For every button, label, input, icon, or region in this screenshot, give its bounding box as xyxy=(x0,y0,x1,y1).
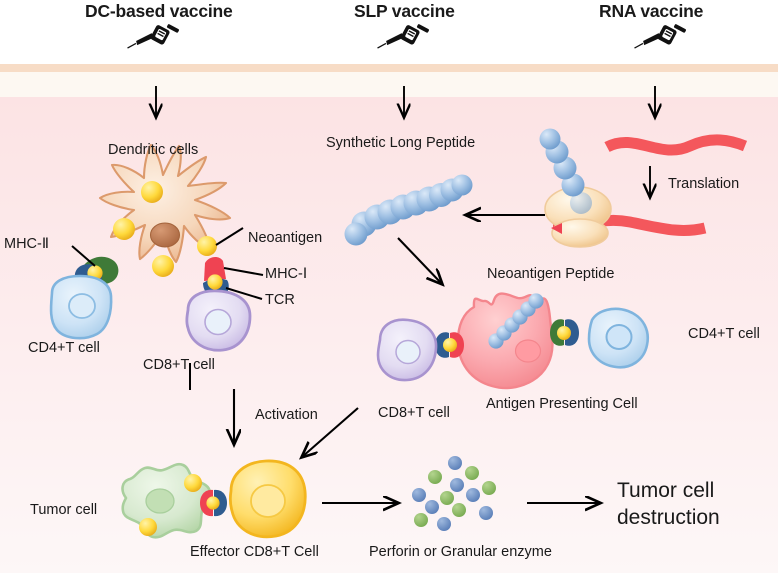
neoantigen-dot xyxy=(152,255,174,277)
synthetic-long-peptide-chain xyxy=(344,174,473,246)
neoantigen-dot xyxy=(557,326,571,340)
skin-stripe xyxy=(0,64,778,72)
label-mhc-ii: MHC-Ⅱ xyxy=(4,236,49,252)
dendritic-cell xyxy=(98,143,232,277)
tcr-molecule xyxy=(214,489,227,517)
slp-syringe-icon xyxy=(377,24,429,49)
label-neoantigen: Neoantigen xyxy=(248,230,323,246)
neoantigen-dot xyxy=(207,274,223,290)
cd8-nucleus xyxy=(395,339,421,365)
label-cd8-t-cell-apc: CD8+T cell xyxy=(378,405,450,421)
apc-to-effector-arrow xyxy=(302,407,359,457)
label-neoantigen-peptide: Neoantigen Peptide xyxy=(487,266,615,282)
label-perforin: Perforin or Granular enzyme xyxy=(369,544,552,560)
perforin-granules xyxy=(412,456,496,531)
nascent-peptide-chain xyxy=(539,128,592,214)
label-cd4-t-cell-left: CD4+T cell xyxy=(28,340,100,356)
apc-mhc-i-complex xyxy=(435,332,464,358)
mhc-ii-molecule xyxy=(550,319,564,346)
label-cd8-t-cell-left: CD8+T cell xyxy=(143,357,215,373)
tcr-molecule xyxy=(565,319,579,346)
label-dendritic-cells: Dendritic cells xyxy=(108,142,199,158)
ribosome-small-subunit xyxy=(551,218,609,248)
effector-nucleus xyxy=(250,484,286,518)
ribosome-rna-tip xyxy=(551,223,562,234)
label-mhc-i: MHC-Ⅰ xyxy=(265,266,308,282)
label-tumor-cell: Tumor cell xyxy=(30,502,98,518)
label-antigen-presenting-cell: Antigen Presenting Cell xyxy=(486,396,638,412)
tumor-cell xyxy=(121,462,212,539)
cd8-t-cell-apc xyxy=(376,318,438,382)
apc-nucleus xyxy=(514,339,542,363)
cd4-nucleus xyxy=(68,293,96,319)
cd8-t-cell-left xyxy=(185,289,252,352)
neoantigen-dot xyxy=(206,496,220,510)
dc-syringe-icon xyxy=(127,24,179,49)
label-activation: Activation xyxy=(255,407,318,423)
label-tumor-destruction-line1: Tumor cell xyxy=(617,479,715,502)
apc-mhc-ii-complex xyxy=(550,319,579,346)
title-dc-vaccine: DC-based vaccine xyxy=(85,1,233,21)
peptide-to-apc-arrow xyxy=(397,237,442,284)
label-tcr: TCR xyxy=(265,292,295,308)
label-leader-lines xyxy=(71,227,264,390)
dendritic-cell-nucleus xyxy=(149,222,181,248)
cd4-t-cell-left xyxy=(49,274,113,340)
title-rna-vaccine: RNA vaccine xyxy=(599,1,704,21)
neoantigen-dot xyxy=(443,338,457,352)
neoantigen-dot xyxy=(184,474,202,492)
tumor-nucleus xyxy=(145,488,175,514)
rna-strand-upper xyxy=(604,134,748,156)
outside-body-area xyxy=(0,0,778,64)
tcr-molecule xyxy=(435,332,449,358)
neoantigen-dot xyxy=(113,218,135,240)
label-tumor-destruction-line2: destruction xyxy=(617,506,720,529)
cd4-nucleus xyxy=(605,324,633,350)
neoantigen-dot xyxy=(139,518,157,536)
tumor-effector-mhc-complex xyxy=(200,489,227,517)
neoantigen-peptide-chain xyxy=(488,293,544,349)
label-translation: Translation xyxy=(668,176,740,192)
neoantigen-dot xyxy=(197,236,217,256)
mhc-i-molecule xyxy=(204,257,226,281)
rna-syringe-icon xyxy=(634,24,686,49)
epidermis-layer xyxy=(0,72,778,97)
cd4-t-cell-right xyxy=(587,307,650,369)
label-cd4-t-cell-right: CD4+T cell xyxy=(688,326,760,342)
neoantigen-dot xyxy=(141,181,163,203)
label-synthetic-long-peptide: Synthetic Long Peptide xyxy=(326,135,476,151)
title-slp-vaccine: SLP vaccine xyxy=(354,1,455,21)
label-effector-cd8-t-cell: Effector CD8+T Cell xyxy=(190,544,319,560)
effector-cd8-t-cell xyxy=(228,459,307,539)
cd8-nucleus xyxy=(204,308,232,336)
